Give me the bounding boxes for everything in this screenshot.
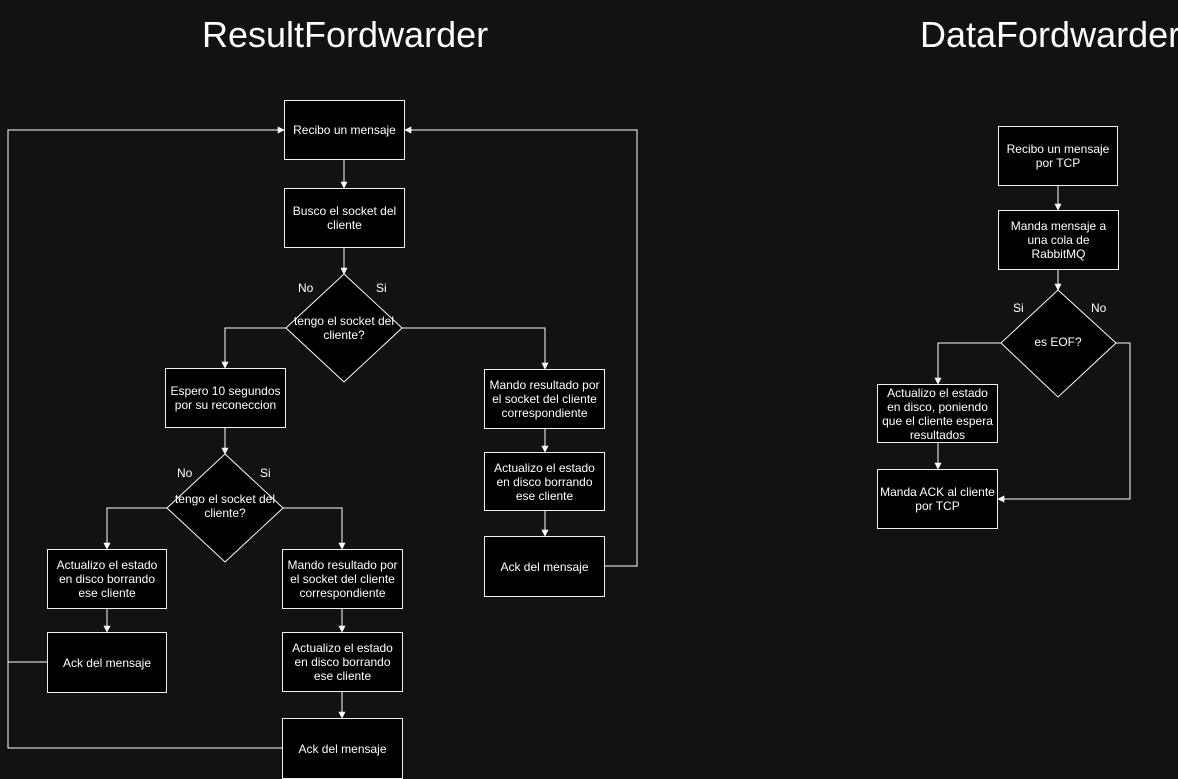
- edge-ackmid-loop: [7, 662, 282, 749]
- espero-box: Espero 10 segundos por su reconeccion: [165, 368, 286, 428]
- act-left-label: Actualizo el estado en disco borrando es…: [56, 558, 158, 600]
- decision1-no-label: No: [298, 281, 314, 295]
- data-recibo-label: Recibo un mensaje por TCP: [1006, 142, 1110, 170]
- decision1-label: tengo el socket del cliente?: [293, 314, 395, 342]
- recibo-mensaje-label: Recibo un mensaje: [293, 123, 396, 137]
- decision1-shape: [285, 273, 403, 383]
- decision2-shape: [166, 453, 284, 563]
- mando-mid-label: Mando resultado por el socket del client…: [287, 558, 398, 600]
- mando-mid-box: Mando resultado por el socket del client…: [282, 549, 403, 609]
- edge-ddecision-no: [997, 342, 1131, 503]
- data-forwarder-title: DataFordwarder: [920, 14, 1178, 55]
- act-mid-label: Actualizo el estado en disco borrando es…: [292, 641, 393, 683]
- busco-socket-label: Busco el socket del cliente: [292, 204, 397, 232]
- act-right-box: Actualizo el estado en disco borrando es…: [484, 452, 605, 511]
- data-decision-si-label: Si: [1013, 301, 1024, 315]
- data-manda-cola-label: Manda mensaje a una cola de RabbitMQ: [1010, 219, 1107, 261]
- edge-decision1-si: [402, 327, 549, 370]
- decision1-si-label: Si: [376, 281, 387, 295]
- busco-socket-box: Busco el socket del cliente: [284, 188, 405, 248]
- recibo-mensaje-box: Recibo un mensaje: [284, 100, 405, 160]
- act-mid-box: Actualizo el estado en disco borrando es…: [282, 632, 403, 692]
- edge-decision1-no: [221, 327, 286, 369]
- edge-decision2-si: [283, 507, 346, 550]
- edge-decision2-no: [103, 507, 167, 550]
- act-left-box: Actualizo el estado en disco borrando es…: [47, 549, 167, 609]
- result-forwarder-title: ResultFordwarder: [202, 14, 489, 55]
- act-right-label: Actualizo el estado en disco borrando es…: [494, 460, 595, 503]
- ddecision-shape: [1000, 289, 1117, 398]
- data-recibo-box: Recibo un mensaje por TCP: [998, 126, 1118, 186]
- decision2-no-label: No: [177, 466, 193, 480]
- edge-ddecision-si: [934, 342, 1001, 385]
- mando-right-box: Mando resultado por el socket del client…: [484, 369, 605, 429]
- data-manda-ack-label: Manda ACK al cliente por TCP: [880, 485, 995, 513]
- ack-mid-label: Ack del mensaje: [298, 741, 387, 756]
- mando-right-label: Mando resultado por el socket del client…: [489, 378, 600, 420]
- data-decision-label: es EOF?: [1034, 335, 1082, 349]
- decision2-si-label: Si: [260, 466, 271, 480]
- decision2-label: tengo el socket del cliente?: [174, 492, 276, 520]
- ack-left-label: Ack del mensaje: [62, 655, 152, 670]
- data-manda-cola-box: Manda mensaje a una cola de RabbitMQ: [998, 210, 1119, 270]
- ack-left-box: Ack del mensaje: [47, 632, 167, 693]
- ack-right-label: Ack del mensaje: [500, 559, 589, 574]
- edge-ackright-loop: [404, 126, 638, 567]
- ack-mid-box: Ack del mensaje: [282, 718, 403, 779]
- data-manda-ack-box: Manda ACK al cliente por TCP: [877, 469, 998, 529]
- edge-ackleft-loop: [7, 126, 285, 663]
- data-actualizo-box: Actualizo el estado en disco, poniendo q…: [877, 384, 998, 443]
- ack-right-box: Ack del mensaje: [484, 536, 605, 597]
- espero-label: Espero 10 segundos por su reconeccion: [170, 384, 281, 412]
- data-actualizo-label: Actualizo el estado en disco, poniendo q…: [882, 385, 993, 442]
- data-decision-no-label: No: [1091, 301, 1107, 315]
